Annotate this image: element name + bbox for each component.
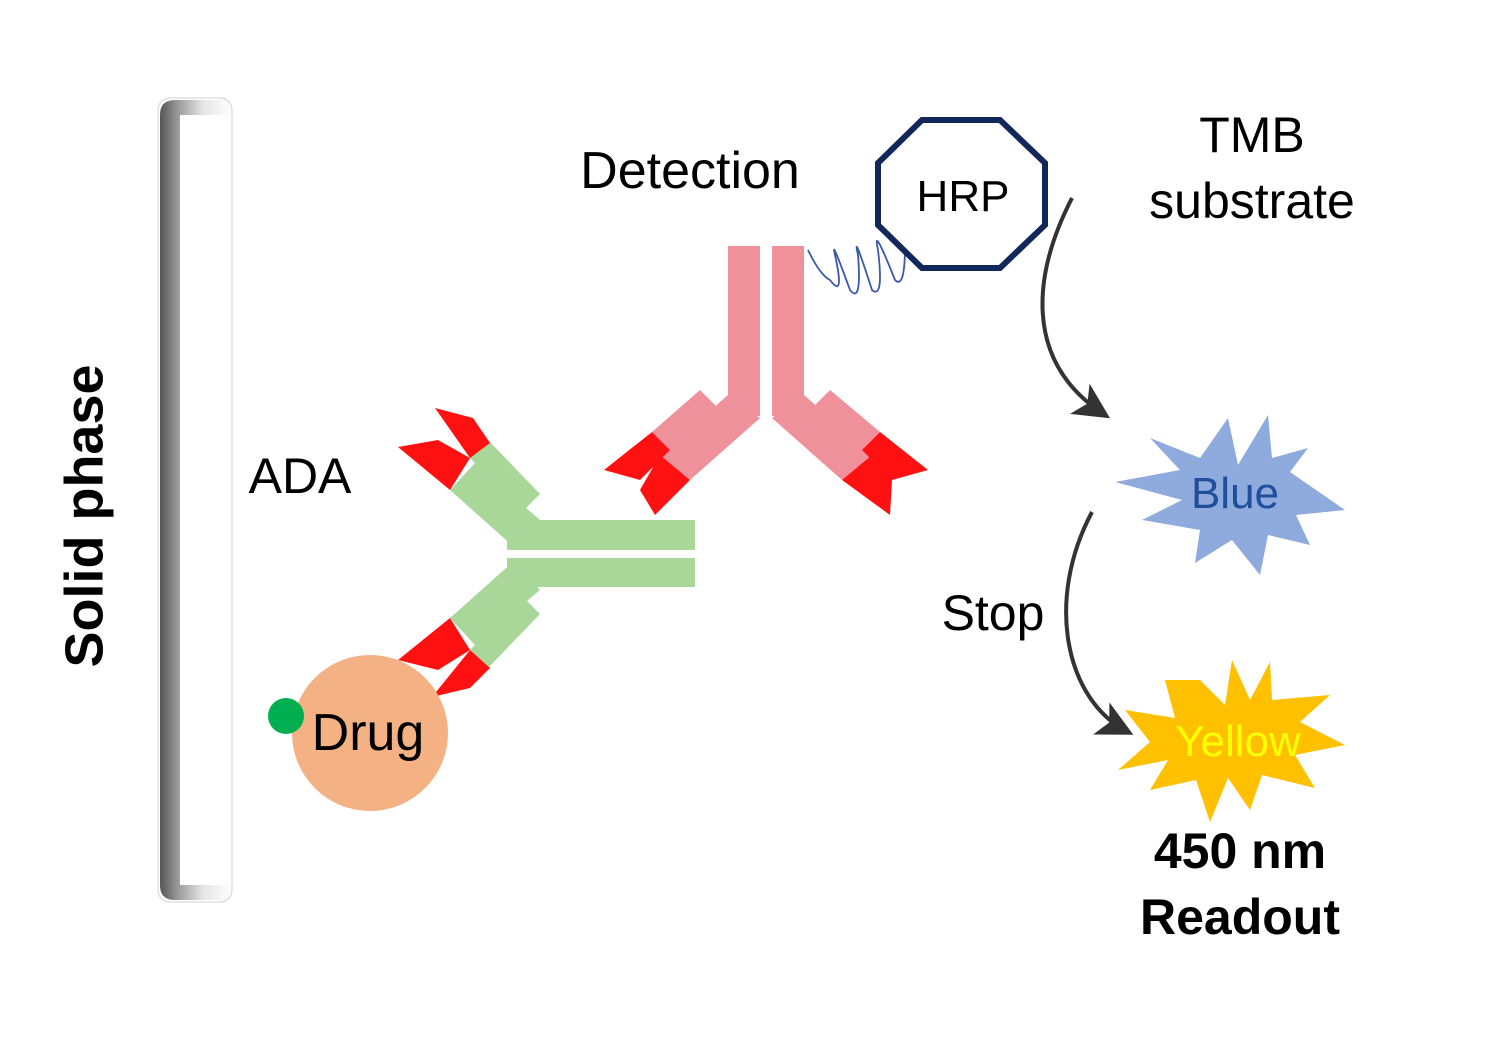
- hrp-label: HRP: [917, 172, 1010, 221]
- blue-label: Blue: [1191, 469, 1279, 518]
- readout-label-line2: Readout: [1140, 889, 1340, 945]
- linker-spring: [807, 239, 906, 295]
- stop-label: Stop: [942, 585, 1045, 641]
- tmb-label-line2: substrate: [1149, 173, 1355, 229]
- ada-antibody: [450, 440, 695, 668]
- yellow-starburst: [1118, 660, 1345, 822]
- solid-phase-label: Solid phase: [54, 364, 114, 667]
- hrp-octagon: [875, 117, 1048, 271]
- readout-label-line1: 450 nm: [1154, 823, 1326, 879]
- arrow-blue-to-yellow: [1064, 511, 1134, 735]
- yellow-label: Yellow: [1175, 717, 1301, 766]
- detection-binding-sites: [604, 432, 928, 515]
- drug-label: Drug: [312, 704, 425, 762]
- tmb-label-line1: TMB: [1199, 107, 1305, 163]
- detection-antibody: [652, 246, 880, 480]
- arrow-tmb-to-blue: [1040, 197, 1111, 419]
- solid-phase-plate: [157, 97, 233, 903]
- drug: [268, 655, 448, 811]
- detection-label: Detection: [580, 142, 800, 200]
- drug-tag: [268, 698, 304, 734]
- ada-label: ADA: [249, 448, 352, 504]
- ada-binding-sites: [398, 408, 490, 697]
- blue-starburst: [1115, 415, 1345, 575]
